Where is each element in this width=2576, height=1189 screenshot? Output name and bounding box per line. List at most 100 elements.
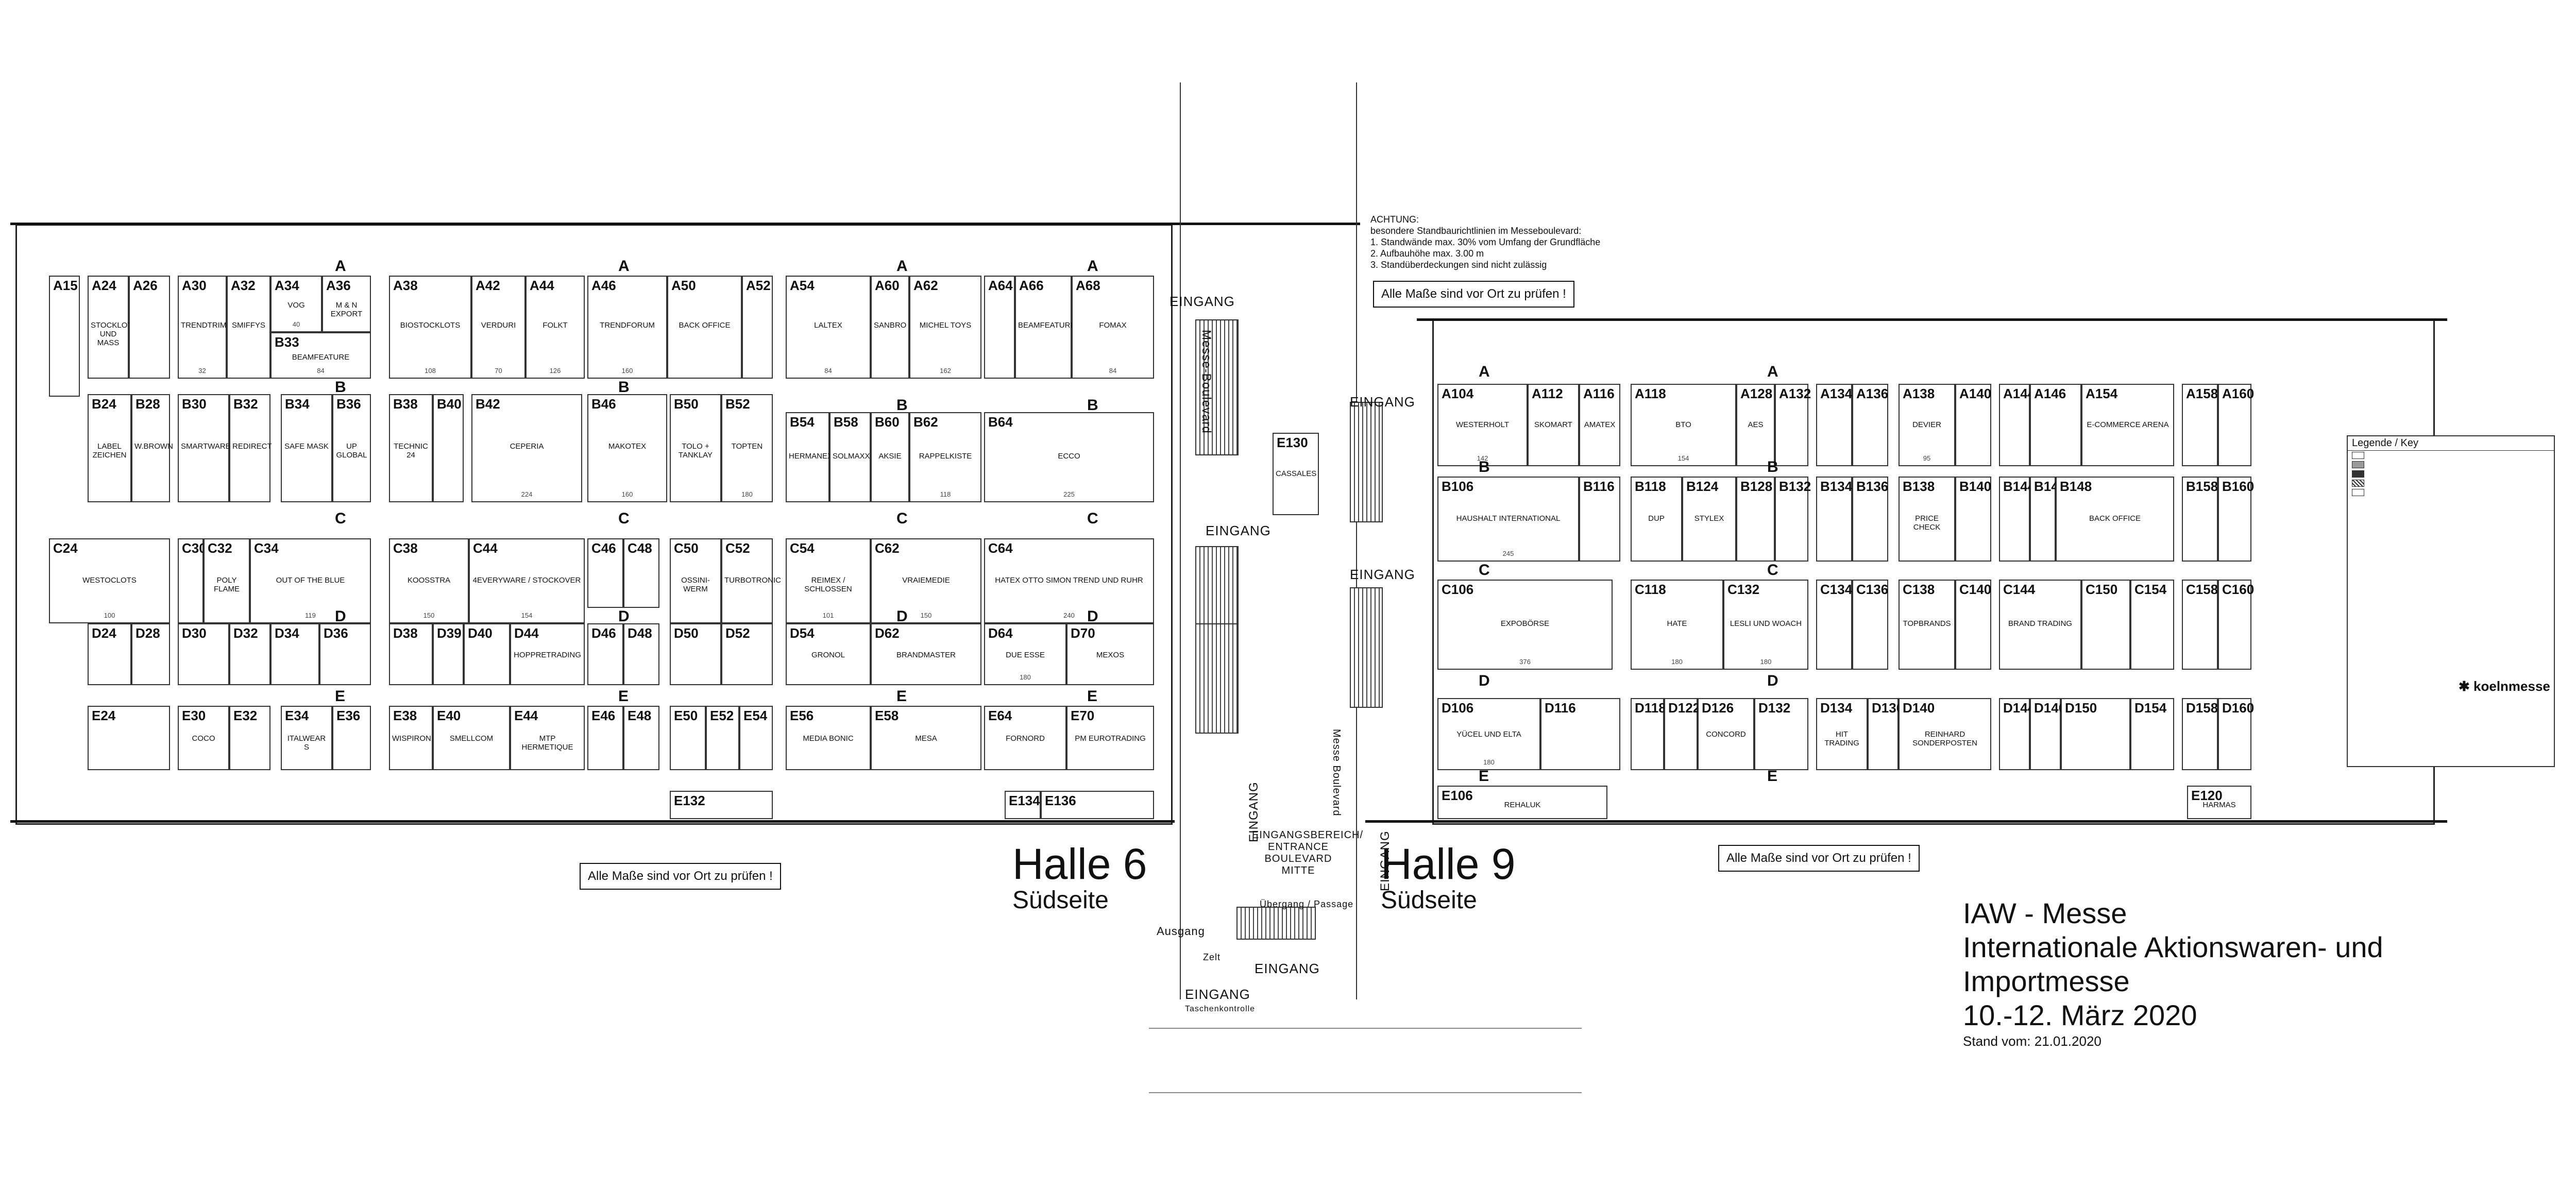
booth-c46[interactable]: C46	[587, 538, 623, 608]
booth-d158[interactable]: D158	[2182, 698, 2218, 770]
booth-d132[interactable]: D132	[1754, 698, 1808, 770]
booth-d36[interactable]: D36	[319, 623, 371, 685]
booth-c150[interactable]: C150	[2081, 580, 2130, 670]
booth-c30[interactable]: C30	[178, 538, 207, 623]
booth-d48[interactable]: D48	[623, 623, 659, 685]
booth-a134[interactable]: A134	[1816, 384, 1852, 466]
booth-d52[interactable]: D52	[721, 623, 773, 685]
booth-d146[interactable]: D146	[2030, 698, 2066, 770]
booth-d136[interactable]: D136	[1868, 698, 1904, 770]
booth-e24[interactable]: E24	[88, 706, 170, 770]
booth-b158[interactable]: B158	[2182, 477, 2218, 562]
booth-c48[interactable]: C48	[623, 538, 659, 608]
booth-a132[interactable]: A132	[1775, 384, 1811, 466]
booth-b144[interactable]: B144	[1999, 477, 2035, 562]
booth-d150[interactable]: D150	[2061, 698, 2130, 770]
booth-a160[interactable]: A160	[2218, 384, 2254, 466]
booth-d116[interactable]: D116	[1540, 698, 1620, 770]
booth-a158[interactable]: A158	[2182, 384, 2218, 466]
booth-f64[interactable]: E134	[1005, 791, 1041, 819]
booth-c154[interactable]: C154	[2130, 580, 2174, 670]
booth-a15[interactable]: A15	[49, 276, 80, 397]
booth-b132[interactable]: B132	[1775, 477, 1811, 562]
booth-b146[interactable]: B146	[2030, 477, 2066, 562]
booth-c140[interactable]: C140	[1955, 580, 1991, 670]
booth-d30[interactable]: D30	[178, 623, 229, 685]
booth-d160[interactable]: D160	[2218, 698, 2254, 770]
booth-b136[interactable]: B136	[1852, 477, 1888, 562]
booth-e48[interactable]: E48	[623, 706, 659, 770]
booth-b140[interactable]: B140	[1955, 477, 1991, 562]
booth-d32[interactable]: D32	[229, 623, 270, 685]
booth-a140[interactable]: A140	[1955, 384, 1991, 466]
booth-b128[interactable]: B128	[1736, 477, 1775, 562]
booth-d46[interactable]: D46	[587, 623, 623, 685]
booth-a52[interactable]: A52	[742, 276, 773, 379]
booth-d122[interactable]: D122	[1664, 698, 1700, 770]
booth-e52[interactable]: E52	[706, 706, 739, 770]
booth-e46[interactable]: E46	[587, 706, 623, 770]
booth-c160[interactable]: C160	[2218, 580, 2254, 670]
booth-d39[interactable]: D39	[433, 623, 464, 685]
booth-d24[interactable]: D24	[88, 623, 131, 685]
booth-a136[interactable]: A136	[1852, 384, 1888, 466]
booth-f52[interactable]: E132	[670, 791, 773, 819]
booth-a146[interactable]: A146	[2030, 384, 2081, 466]
